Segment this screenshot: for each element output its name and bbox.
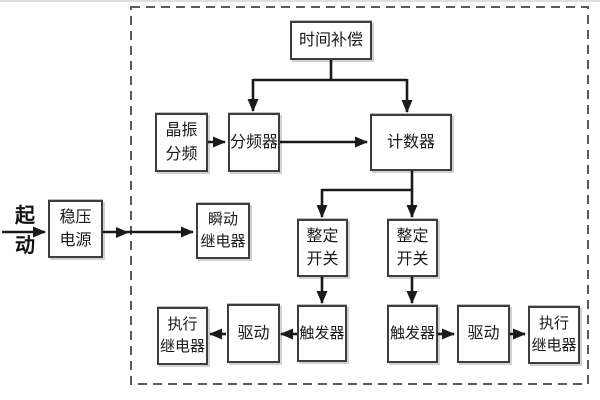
boundary-crossing-arrowhead: [116, 227, 129, 238]
start-label: 起 动: [15, 205, 35, 257]
box-regulated-power-supply: 稳压 电源: [48, 200, 103, 258]
box-time-compensation: 时间补偿: [290, 21, 372, 60]
box-setting-switch-right: 整定 开关: [387, 219, 438, 277]
box-setting-switch-left: 整定 开关: [297, 219, 348, 277]
box-executive-relay-right: 执行 继电器: [528, 306, 580, 364]
box-drive-left: 驱动: [227, 304, 280, 363]
box-counter: 计数器: [370, 114, 452, 171]
box-trigger-left: 触发器: [297, 305, 347, 362]
dashed-boundary: [130, 6, 589, 385]
box-crystal-divider: 晶振 分频: [155, 113, 208, 172]
box-executive-relay-left: 执行 继电器: [157, 307, 208, 365]
box-instantaneous-relay: 瞬动 继电器: [196, 203, 250, 259]
box-drive-right: 驱动: [457, 305, 510, 363]
box-frequency-divider: 分频器: [228, 113, 280, 172]
box-trigger-right: 触发器: [387, 305, 438, 363]
